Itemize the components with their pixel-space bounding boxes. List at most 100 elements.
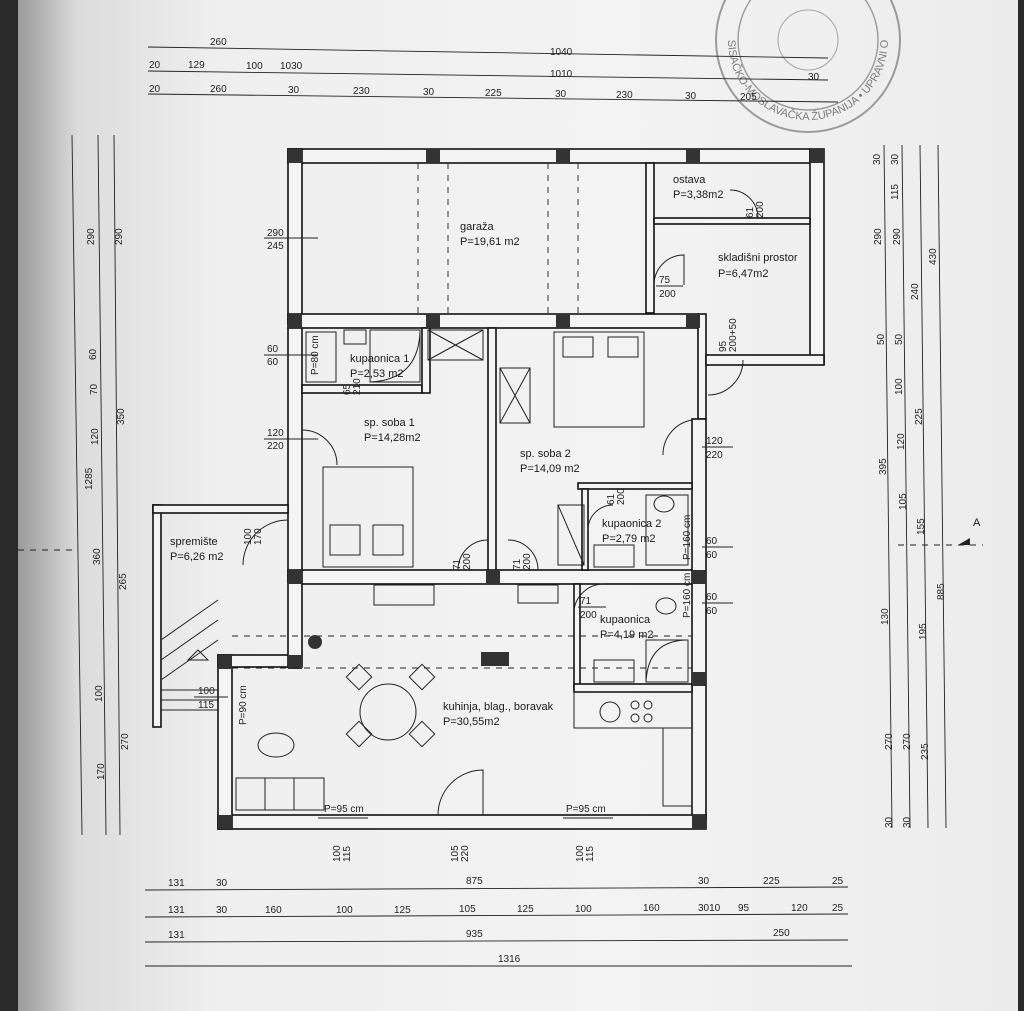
dim-bot-125b: 125 bbox=[517, 904, 534, 915]
dim-bot-1316: 1316 bbox=[498, 954, 521, 965]
dim-top-30a: 30 bbox=[808, 72, 820, 83]
room-name-soba1: sp. soba 1 bbox=[364, 417, 415, 429]
dim-top-30c: 30 bbox=[423, 87, 435, 98]
open-bath1-p: P=80 cm bbox=[310, 335, 321, 375]
room-name-ostava: ostava bbox=[673, 174, 706, 186]
section-marker: A bbox=[18, 517, 983, 551]
dim-bot-30b: 30 bbox=[698, 876, 710, 887]
dim-right-395: 395 bbox=[878, 458, 889, 475]
room-area-garaza: P=19,61 m2 bbox=[460, 236, 520, 248]
open-kup-w1: 60 bbox=[706, 592, 718, 603]
open-sw2-1: 100 bbox=[575, 845, 586, 862]
room-area-kupaonica: P=4,19 m2 bbox=[600, 629, 654, 641]
left-dimensions: 1285 290 290 60 70 120 350 360 265 100 2… bbox=[71, 134, 131, 836]
open-sprem-d1: 100 bbox=[243, 528, 254, 545]
dim-right-50a: 50 bbox=[876, 333, 887, 345]
room-name-kupaonica2: kupaonica 2 bbox=[602, 518, 661, 530]
open-sd-1: 105 bbox=[450, 845, 461, 862]
open-bath2-d2: 200 bbox=[616, 488, 627, 505]
room-area-kuhinja: P=30,55m2 bbox=[443, 716, 500, 728]
open-bath2-w1: 60 bbox=[706, 536, 718, 547]
room-area-ostava: P=3,38m2 bbox=[673, 189, 723, 201]
room-name-skladisni: skladišni prostor bbox=[718, 252, 798, 264]
room-area-kupaonica1: P=2,53 m2 bbox=[350, 368, 404, 380]
dim-bot-131b: 131 bbox=[168, 905, 185, 916]
dim-left-60: 60 bbox=[88, 348, 99, 360]
dim-bot-95: 95 bbox=[738, 903, 750, 914]
dim-left-170: 170 bbox=[96, 763, 107, 780]
open-r1d-2: 200 bbox=[462, 553, 473, 570]
dim-top-230a: 230 bbox=[353, 86, 370, 97]
dim-bot-25a: 25 bbox=[832, 876, 844, 887]
dim-right-30z: 30 bbox=[902, 816, 913, 828]
dim-bot-125a: 125 bbox=[394, 905, 411, 916]
open-sprem-w2: 115 bbox=[198, 700, 214, 711]
dim-bot-131a: 131 bbox=[168, 878, 185, 889]
room-name-soba2: sp. soba 2 bbox=[520, 448, 571, 460]
open-ostava-d1: 61 bbox=[745, 206, 756, 218]
room-labels: garaža P=19,61 m2 ostava P=3,38m2 skladi… bbox=[170, 174, 798, 728]
dim-bot-100b: 100 bbox=[575, 904, 592, 915]
dim-top-100: 100 bbox=[246, 61, 263, 72]
room-name-kupaonica: kupaonica bbox=[600, 614, 651, 626]
open-south-p1: P=95 cm bbox=[324, 804, 364, 815]
dim-left-265: 265 bbox=[118, 573, 129, 590]
dim-top-30b: 30 bbox=[288, 85, 300, 96]
dim-left-290a: 290 bbox=[86, 228, 97, 245]
bottom-dimensions: 131 30 875 30 225 25 131 30 160 100 125 … bbox=[144, 876, 852, 967]
dim-top-20a: 20 bbox=[149, 60, 161, 71]
dim-right-240: 240 bbox=[910, 283, 921, 300]
open-sw2-2: 115 bbox=[585, 846, 596, 862]
dim-left-350: 350 bbox=[116, 408, 127, 425]
dim-top-30d: 30 bbox=[555, 89, 567, 100]
open-storage-d2: 200 bbox=[659, 289, 676, 300]
open-r2d-2: 200 bbox=[522, 553, 533, 570]
dim-bot-105: 105 bbox=[459, 904, 476, 915]
dim-bot-160a: 160 bbox=[265, 905, 282, 916]
room-area-soba2: P=14,09 m2 bbox=[520, 463, 580, 475]
open-bath1-w1: 60 bbox=[267, 344, 279, 355]
dim-bot-30a: 30 bbox=[216, 878, 228, 889]
dim-left-360: 360 bbox=[92, 548, 103, 565]
open-room2-w2: 220 bbox=[706, 450, 723, 461]
dim-right-30b: 30 bbox=[890, 153, 901, 165]
open-bath1-d1: 65 bbox=[342, 383, 353, 395]
open-room1-w2: 220 bbox=[267, 441, 284, 452]
furniture bbox=[160, 329, 693, 811]
open-kup-w2: 60 bbox=[706, 606, 718, 617]
open-kup-p: P=160 cm bbox=[682, 573, 693, 618]
dim-top-260b: 260 bbox=[210, 84, 227, 95]
open-storage-d1: 75 bbox=[659, 275, 671, 286]
dim-bot-3010: 3010 bbox=[698, 903, 721, 914]
dim-top-20b: 20 bbox=[149, 84, 161, 95]
dim-right-115: 115 bbox=[890, 184, 901, 200]
beam-lines bbox=[232, 163, 692, 669]
open-r2d-1: 71 bbox=[512, 558, 523, 570]
open-ext-d2: 200+50 bbox=[728, 318, 739, 352]
open-bath1-d2: 210 bbox=[352, 378, 363, 395]
open-garage-2: 245 bbox=[267, 241, 284, 252]
dim-bot-935: 935 bbox=[466, 929, 483, 940]
dim-top-230b: 230 bbox=[616, 90, 633, 101]
floor-plan: SISAČKO-MOSLAVAČKA ŽUPANIJA • UPRAVNI OD… bbox=[18, 0, 983, 967]
dim-right-270b: 270 bbox=[902, 733, 913, 750]
dim-bot-25b: 25 bbox=[832, 903, 844, 914]
room-name-kuhinja: kuhinja, blag., boravak bbox=[443, 701, 554, 713]
dim-bot-131c: 131 bbox=[168, 930, 185, 941]
dim-left-total: 1285 bbox=[84, 467, 95, 490]
dim-top-260: 260 bbox=[210, 37, 227, 48]
walls bbox=[152, 148, 825, 830]
room-name-spremiste: spremište bbox=[170, 536, 218, 548]
dim-right-50b: 50 bbox=[894, 333, 905, 345]
dim-bot-225: 225 bbox=[763, 876, 780, 887]
dim-right-30a: 30 bbox=[872, 153, 883, 165]
dim-top-205: 205 bbox=[740, 92, 757, 103]
open-r1d-1: 71 bbox=[452, 558, 463, 570]
top-dimensions: 260 1040 20 129 100 1030 1010 30 20 260 … bbox=[147, 37, 839, 103]
dim-top-1030: 1030 bbox=[280, 61, 303, 72]
open-kup-d2: 200 bbox=[580, 610, 597, 621]
open-sprem-d2: 170 bbox=[253, 528, 264, 545]
dim-right-120: 120 bbox=[896, 433, 907, 450]
open-bath2-d1: 61 bbox=[606, 493, 617, 505]
dim-right-225: 225 bbox=[914, 408, 925, 425]
